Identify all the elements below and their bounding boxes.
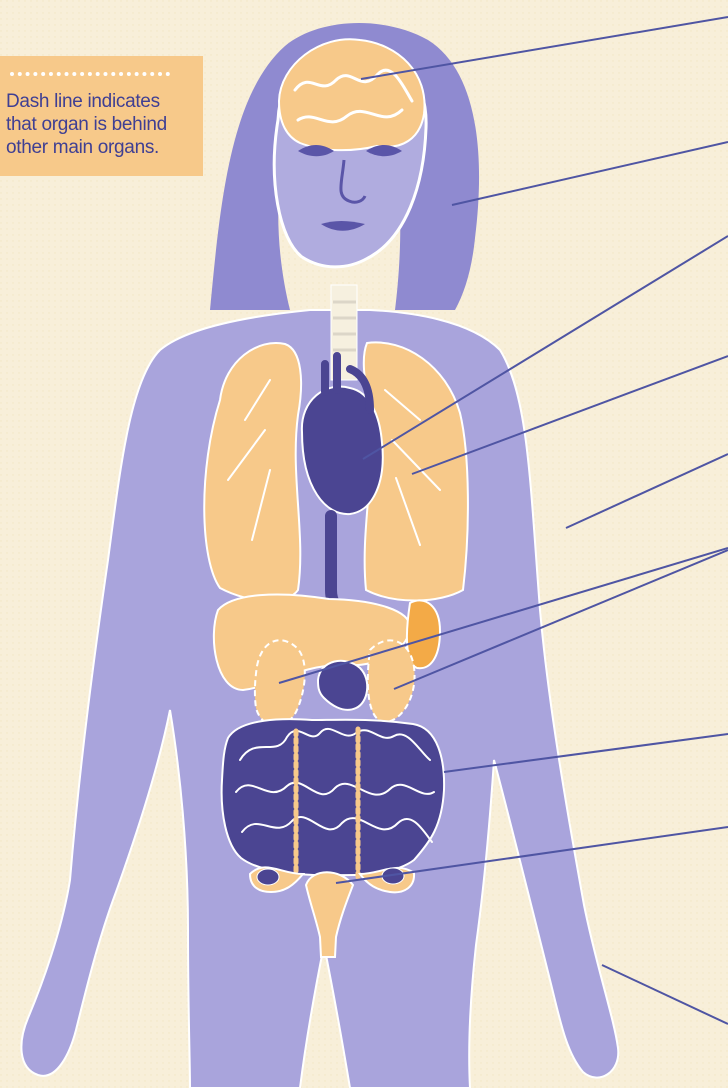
- intestines-outline: [222, 719, 444, 875]
- left-ovary: [257, 869, 279, 885]
- dash-line-legend: Dash line indicates that organ is behind…: [0, 56, 203, 176]
- dash-line-sample: [10, 72, 170, 76]
- legend-text: Dash line indicates that organ is behind…: [6, 90, 202, 159]
- legend-line-1: Dash line indicates: [6, 90, 202, 113]
- legend-line-2: that organ is behind: [6, 113, 202, 136]
- legend-line-3: other main organs.: [6, 136, 202, 159]
